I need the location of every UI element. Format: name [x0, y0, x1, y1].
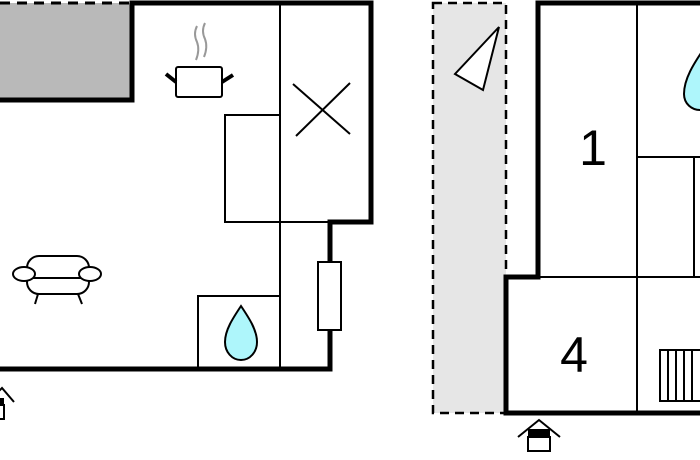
armchair-icon [12, 255, 102, 305]
entrance-icon [0, 386, 15, 420]
right-floor-plan: 1 4 [431, 0, 700, 452]
stairs-icon [659, 349, 700, 402]
compass-triangle-icon [453, 26, 500, 92]
room-label-4: 4 [560, 327, 588, 383]
window-icon [317, 261, 342, 331]
water-drop-icon [682, 52, 700, 111]
room-label-1: 1 [579, 120, 607, 176]
left-walls [0, 0, 374, 372]
left-floor-plan [0, 0, 374, 420]
right-walls [503, 0, 700, 416]
cross-icon [292, 82, 351, 137]
entrance-icon [517, 418, 561, 452]
sink-counter [197, 295, 281, 369]
water-drop-icon [223, 304, 259, 362]
terrace-dark [0, 3, 131, 100]
cooking-pot-icon [164, 22, 235, 98]
